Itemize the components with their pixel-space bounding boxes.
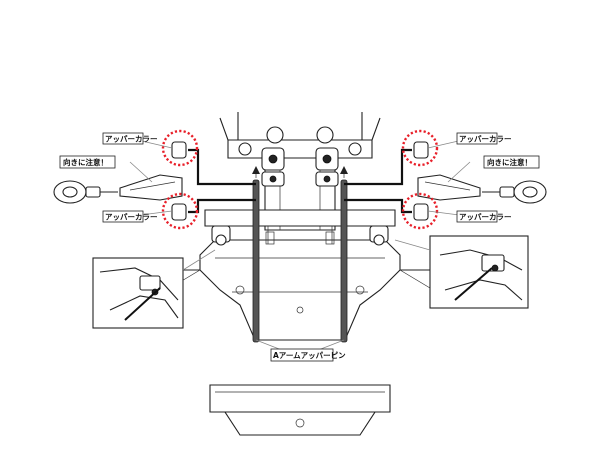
a-arm-upper-pins: [252, 166, 348, 343]
label-orientation-right: 向きに注意！: [487, 157, 532, 167]
highlight-circle-left-bottom: [161, 192, 199, 230]
upper-pin-right: [340, 179, 348, 343]
callout-a-arm-pin: Aアームアッパーピン: [270, 348, 346, 362]
upper-collar-left-bottom: [171, 203, 187, 221]
upper-pin-left: [252, 179, 260, 343]
chassis-body: [149, 112, 451, 436]
callout-orientation-right: 向きに注意！: [483, 155, 540, 169]
highlight-circle-right-top: [401, 129, 439, 167]
arrow-up-right-icon: [340, 166, 348, 174]
highlight-circles: [161, 129, 439, 230]
upper-collar-left-top: [171, 141, 187, 159]
label-upper-collar-left-top: アッパーカラー: [105, 134, 158, 144]
detail-inset-right: [394, 235, 529, 309]
callout-upper-collar-left-top: アッパーカラー: [102, 132, 158, 145]
label-upper-collar-right-top: アッパーカラー: [459, 134, 512, 144]
left-upper-arm: [53, 141, 187, 221]
routing-lines: [188, 148, 412, 214]
label-a-arm-pin: Aアームアッパーピン: [273, 350, 346, 360]
detail-inset-left: [92, 249, 216, 329]
label-upper-collar-right-bottom: アッパーカラー: [459, 212, 512, 222]
callout-upper-collar-right-bottom: アッパーカラー: [456, 210, 512, 223]
right-upper-arm: [413, 141, 547, 221]
callout-upper-collar-left-bottom: アッパーカラー: [102, 210, 158, 223]
label-upper-collar-left-bottom: アッパーカラー: [105, 212, 158, 222]
callout-orientation-left: 向きに注意！: [59, 155, 116, 169]
upper-collar-right-bottom: [413, 203, 429, 221]
highlight-circle-left-top: [161, 129, 199, 167]
label-orientation-left: 向きに注意！: [63, 157, 108, 167]
arrow-up-left-icon: [252, 166, 260, 174]
highlight-circle-right-bottom: [401, 192, 439, 230]
upper-collar-right-top: [413, 141, 429, 159]
callout-upper-collar-right-top: アッパーカラー: [456, 132, 512, 145]
